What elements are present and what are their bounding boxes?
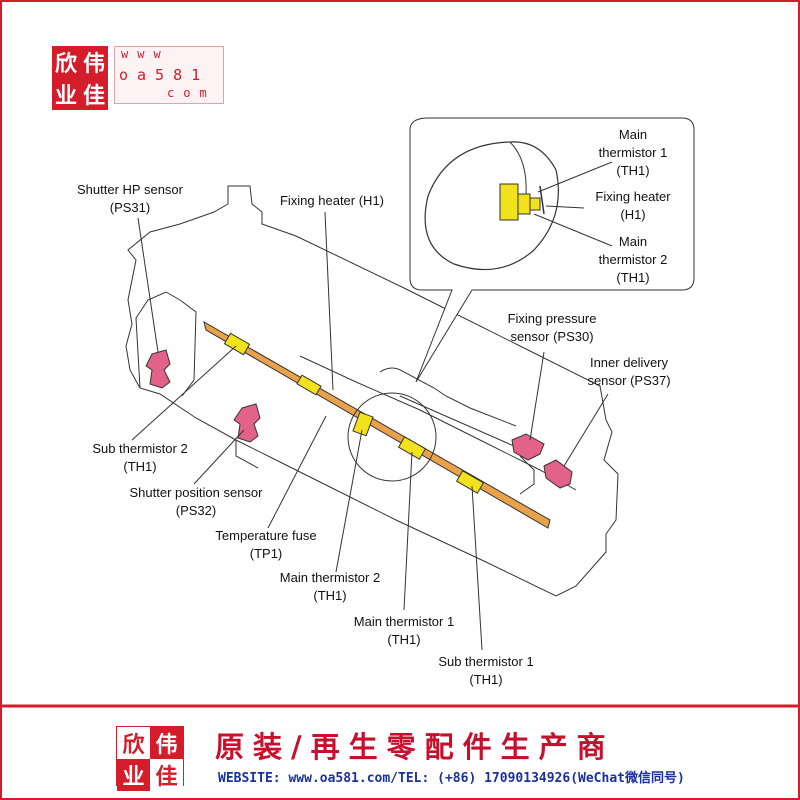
label-shutter-position-sensor: Shutter position sensor (PS32) (129, 485, 263, 518)
main-thermistor-1-part (397, 436, 427, 460)
footer-logo: 欣 伟 业 佳 (116, 726, 184, 791)
logo-char: 佳 (80, 78, 108, 110)
shutter-position-sensor-part (233, 403, 261, 443)
logo-char: 业 (52, 78, 80, 110)
callout-label-fixing-heater: Fixing heater (H1) (595, 189, 671, 222)
label-main-thermistor-1: Main thermistor 1 (TH1) (353, 614, 455, 647)
callout-label-main-thermistor-2: Main thermistor 2 (TH1) (598, 234, 668, 285)
unit-frame-outline (125, 185, 619, 597)
unit-frame-outline (235, 440, 259, 469)
watermark-line: oa581 (119, 66, 210, 84)
watermark-line: www (121, 47, 170, 61)
shutter-hp-sensor-part (145, 349, 171, 389)
zoom-circle (347, 392, 437, 482)
logo-char: 欣 (117, 727, 150, 759)
roller-cross-section (509, 141, 527, 197)
label-temperature-fuse: Temperature fuse (TP1) (215, 528, 317, 561)
label-sub-thermistor-2: Sub thermistor 2 (TH1) (92, 441, 188, 474)
callout-heater-assembly (499, 183, 545, 221)
label-fixing-pressure-sensor: Fixing pressure sensor (PS30) (507, 311, 597, 344)
logo-char: 伟 (80, 46, 108, 78)
logo-char: 业 (117, 759, 150, 791)
callout-label-main-thermistor-1: Main thermistor 1 (TH1) (598, 127, 668, 178)
leader-lines (131, 161, 613, 651)
footer-title: 原装/再生零配件生产商 (215, 730, 615, 764)
sub-thermistor-1-part (455, 470, 485, 494)
unit-frame-outline (379, 367, 517, 427)
brand-logo: 欣 伟 业 佳 (52, 46, 108, 110)
label-main-thermistor-2: Main thermistor 2 (TH1) (279, 570, 381, 603)
logo-char: 佳 (150, 759, 183, 791)
label-fixing-heater: Fixing heater (H1) (279, 193, 385, 208)
watermark-line: com (167, 86, 216, 100)
temperature-fuse-part (296, 374, 322, 396)
sub-thermistor-2-part (223, 332, 251, 356)
logo-char: 欣 (52, 46, 80, 78)
roller-cross-section (424, 141, 559, 271)
logo-char: 伟 (150, 727, 183, 759)
unit-frame-outline (299, 355, 577, 491)
inner-delivery-sensor-part (543, 459, 573, 489)
footer-contact: WEBSITE: www.oa581.com/TEL: (+86) 170901… (218, 771, 685, 786)
unit-frame-outline (135, 291, 197, 397)
fixing-pressure-sensor-part (511, 433, 545, 461)
watermark: www oa581 com (114, 46, 224, 104)
main-thermistor-2-part (352, 411, 374, 437)
callout-bubble (409, 117, 695, 383)
label-inner-delivery-sensor: Inner delivery sensor (PS37) (587, 355, 671, 388)
label-shutter-hp-sensor: Shutter HP sensor (PS31) (77, 182, 183, 215)
unit-frame-outline (519, 455, 535, 495)
label-sub-thermistor-1: Sub thermistor 1 (TH1) (438, 654, 534, 687)
